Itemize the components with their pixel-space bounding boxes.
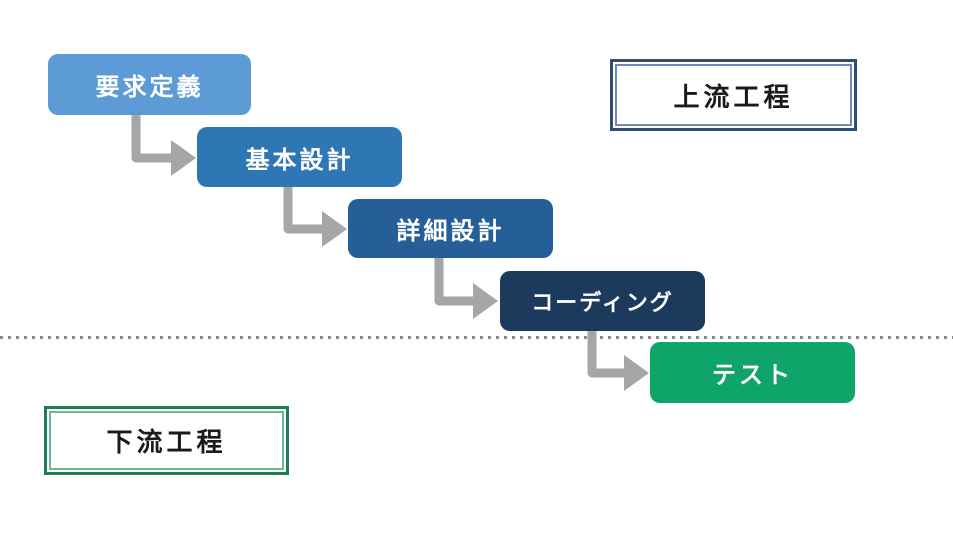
stage-box-test: テスト: [650, 342, 855, 403]
stage-label-requirements: 要求定義: [95, 74, 204, 101]
flow-arrow-2: [283, 186, 347, 247]
stage-box-requirements: 要求定義: [48, 54, 251, 115]
flow-arrow-4: [587, 330, 649, 391]
stage-label-coding: コーディング: [531, 290, 674, 315]
upstream-process-frame-inner: 上流工程: [615, 64, 852, 126]
downstream-process-label: 下流工程: [106, 427, 227, 457]
stage-label-detailed-design: 詳細設計: [396, 218, 505, 245]
upstream-process-label: 上流工程: [673, 81, 794, 112]
downstream-process-frame-inner: 下流工程: [49, 411, 284, 470]
flow-arrow-3: [434, 257, 498, 319]
stage-label-test: テスト: [712, 362, 793, 389]
stage-box-detailed-design: 詳細設計: [348, 199, 553, 258]
stage-box-coding: コーディング: [500, 271, 705, 331]
downstream-process-frame: 下流工程: [44, 406, 289, 475]
stage-box-basic-design: 基本設計: [197, 127, 402, 187]
flow-arrow-1: [131, 114, 196, 176]
upstream-downstream-divider: [0, 336, 953, 339]
stage-label-basic-design: 基本設計: [245, 146, 354, 174]
upstream-process-frame: 上流工程: [610, 59, 857, 131]
